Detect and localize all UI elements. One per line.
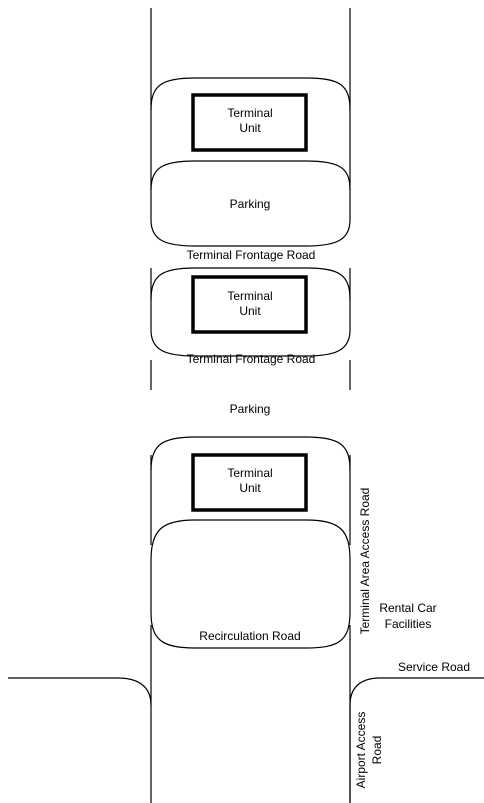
parking-label-1: Parking	[230, 197, 271, 211]
lower-terminal-top-boundary	[150, 436, 351, 471]
parking-label-2: Parking	[230, 402, 271, 416]
recirculation-road-label: Recirculation Road	[199, 629, 300, 643]
left-connector-road	[8, 677, 152, 803]
terminal-unit-label-1-line1: Terminal	[227, 106, 272, 120]
terminal-unit-label-3-line1: Terminal	[227, 466, 272, 480]
middle-terminal-top-boundary	[150, 267, 351, 301]
airport-access-road-label-line2: Road	[370, 736, 384, 765]
terminal-area-top-boundary	[150, 77, 351, 111]
terminal-unit-box-2	[191, 275, 308, 334]
terminal-unit-label-3-line2: Unit	[239, 481, 261, 495]
terminal-unit-box-1	[191, 93, 308, 152]
airport-access-road-label-line1: Airport Access	[354, 712, 368, 789]
parking-area-top-boundary	[150, 160, 351, 191]
middle-terminal-bottom-boundary	[150, 300, 351, 357]
terminal-unit-box-3	[191, 453, 308, 512]
service-road-label: Service Road	[398, 660, 470, 674]
frontage-road-label-2: Terminal Frontage Road	[187, 352, 316, 366]
terminal-area-access-road-label: Terminal Area Access Road	[358, 488, 372, 635]
parking-area-bottom-boundary	[150, 190, 351, 247]
service-road	[349, 677, 484, 803]
recirculation-road-loop	[150, 519, 351, 649]
terminal-unit-label-2-line1: Terminal	[227, 289, 272, 303]
frontage-road-label-1: Terminal Frontage Road	[187, 248, 316, 262]
terminal-unit-label-1-line2: Unit	[239, 121, 261, 135]
terminal-unit-label-2-line2: Unit	[239, 304, 261, 318]
rental-car-facilities-label-line2: Facilities	[385, 617, 432, 631]
rental-car-facilities-label-line1: Rental Car	[379, 601, 436, 615]
